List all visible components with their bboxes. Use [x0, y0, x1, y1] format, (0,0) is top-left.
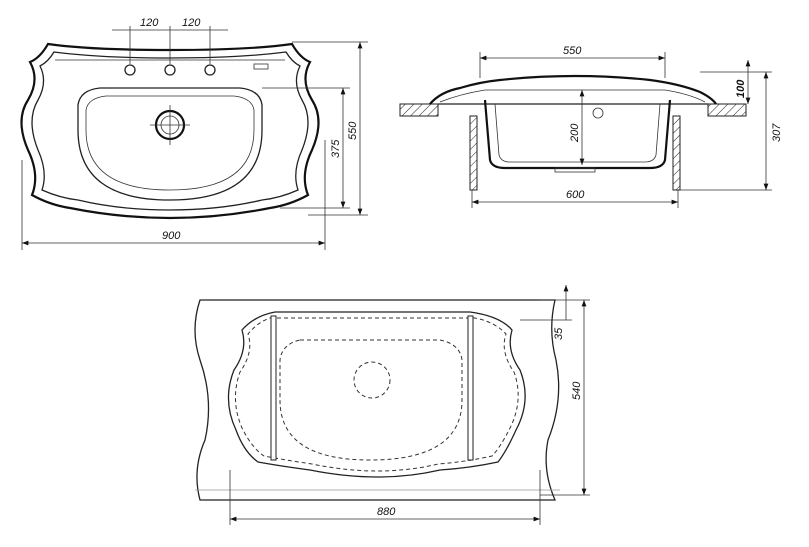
dim-cabinet-width: 600 [566, 189, 585, 201]
bowl-outline [77, 87, 263, 201]
cutout-outline [227, 311, 526, 478]
dim-overall-height: 307 [771, 123, 783, 142]
faucet-hole-center [164, 64, 176, 76]
sink-rim-dashed [235, 317, 519, 472]
faucet-hole-right [204, 64, 216, 76]
dim-edge-offset: 35 [553, 327, 565, 340]
sink-rim-profile [429, 74, 717, 105]
cabinet-wall-left [469, 115, 478, 191]
sink-inner-rim [31, 51, 309, 211]
sink-outline [20, 42, 320, 220]
dim-bowl-height: 200 [569, 123, 581, 143]
dim-rim-height: 100 [735, 79, 747, 98]
dim-bowl-depth: 375 [330, 139, 342, 158]
dim-faucet-spacing-left: 120 [140, 17, 159, 29]
cutout-view: 35 540 880 [194, 285, 590, 525]
top-view: 120 120 550 375 900 [20, 17, 368, 250]
drain-dashed [353, 361, 391, 399]
faucet-hole-left [124, 64, 136, 76]
dim-total-width: 900 [162, 230, 181, 242]
section-view: 550 200 600 100 307 [399, 45, 783, 208]
dim-faucet-spacing-right: 120 [182, 17, 201, 29]
countertop-outline [194, 299, 560, 501]
dim-bowl-width: 550 [563, 45, 582, 57]
dim-total-depth: 550 [347, 121, 359, 140]
bowl-dashed [279, 339, 463, 461]
dim-cutout-depth: 540 [571, 381, 583, 400]
cabinet-wall-right [672, 115, 681, 191]
dim-cutout-width: 880 [377, 506, 396, 518]
